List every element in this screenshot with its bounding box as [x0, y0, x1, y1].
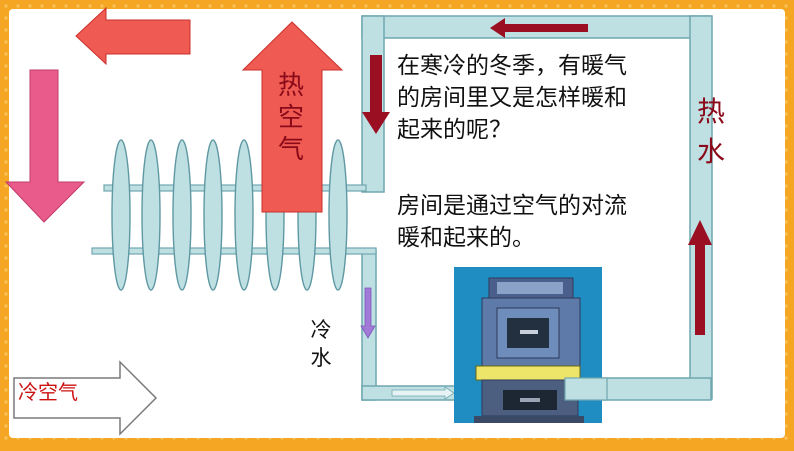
radiator-fin	[111, 139, 131, 291]
air-left-arrow	[75, 6, 191, 66]
hot-water-direction-arrows	[362, 18, 712, 335]
radiator-fin	[141, 139, 161, 291]
slide-canvas	[9, 9, 785, 438]
cold-water-right-arrow	[391, 386, 455, 400]
answer-text: 房间是通过空气的对流 暖和起来的。	[397, 190, 697, 254]
hot-air-label: 热空气	[277, 71, 304, 165]
heating-stove-photo	[454, 267, 602, 423]
radiator-fin	[328, 139, 348, 291]
cold-water-label: 冷水	[310, 318, 332, 370]
cold-water-down-arrow	[360, 287, 376, 339]
radiator-bottom-pipe	[91, 247, 377, 255]
right-pipe-up-arrow	[688, 220, 712, 335]
radiator-fin	[172, 139, 192, 291]
radiator-fin	[234, 139, 254, 291]
hot-water-label: 热水	[696, 95, 725, 168]
left-pipe-down-arrow	[362, 55, 390, 134]
cold-air-right-arrow	[13, 360, 158, 436]
question-text: 在寒冷的冬季，有暖气 的房间里又是怎样暖和 起来的呢？	[397, 50, 697, 146]
answer-line: 暖和起来的。	[397, 225, 535, 251]
answer-line: 房间是通过空气的对流	[397, 193, 627, 219]
hot-air-up-arrow	[241, 21, 344, 213]
top-pipe-left-arrow	[490, 18, 588, 38]
air-down-arrow	[4, 69, 86, 223]
question-line: 在寒冷的冬季，有暖气	[397, 53, 627, 79]
radiator-fin	[203, 139, 223, 291]
cold-air-label: 冷空气	[18, 380, 78, 404]
question-line: 的房间里又是怎样暖和	[397, 85, 627, 111]
question-line: 起来的呢？	[397, 117, 512, 143]
stove-outlet-pipe	[564, 377, 608, 401]
